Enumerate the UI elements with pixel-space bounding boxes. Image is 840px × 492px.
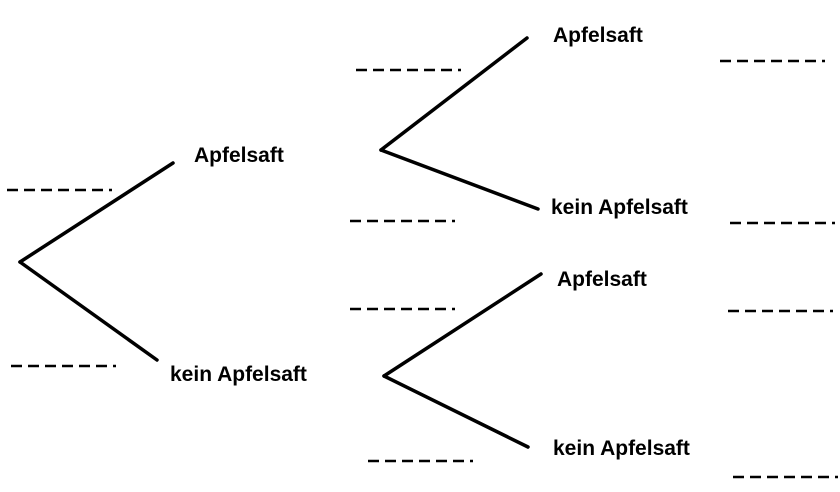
branch-lower-lower xyxy=(382,374,530,449)
label-level2-lower-lower: kein Apfelsaft xyxy=(553,437,690,460)
label-level2-upper-upper: Apfelsaft xyxy=(553,24,643,47)
branch-upper-lower xyxy=(379,148,540,211)
label-level2-lower-upper: Apfelsaft xyxy=(557,268,647,291)
label-level1-lower: kein Apfelsaft xyxy=(170,363,307,386)
branch-lower-upper xyxy=(382,272,543,378)
branch-root-upper xyxy=(18,161,175,264)
label-level2-upper-lower: kein Apfelsaft xyxy=(551,196,688,219)
branch-root-lower xyxy=(18,260,159,362)
label-level1-upper: Apfelsaft xyxy=(194,144,284,167)
branch-upper-upper xyxy=(379,36,529,152)
